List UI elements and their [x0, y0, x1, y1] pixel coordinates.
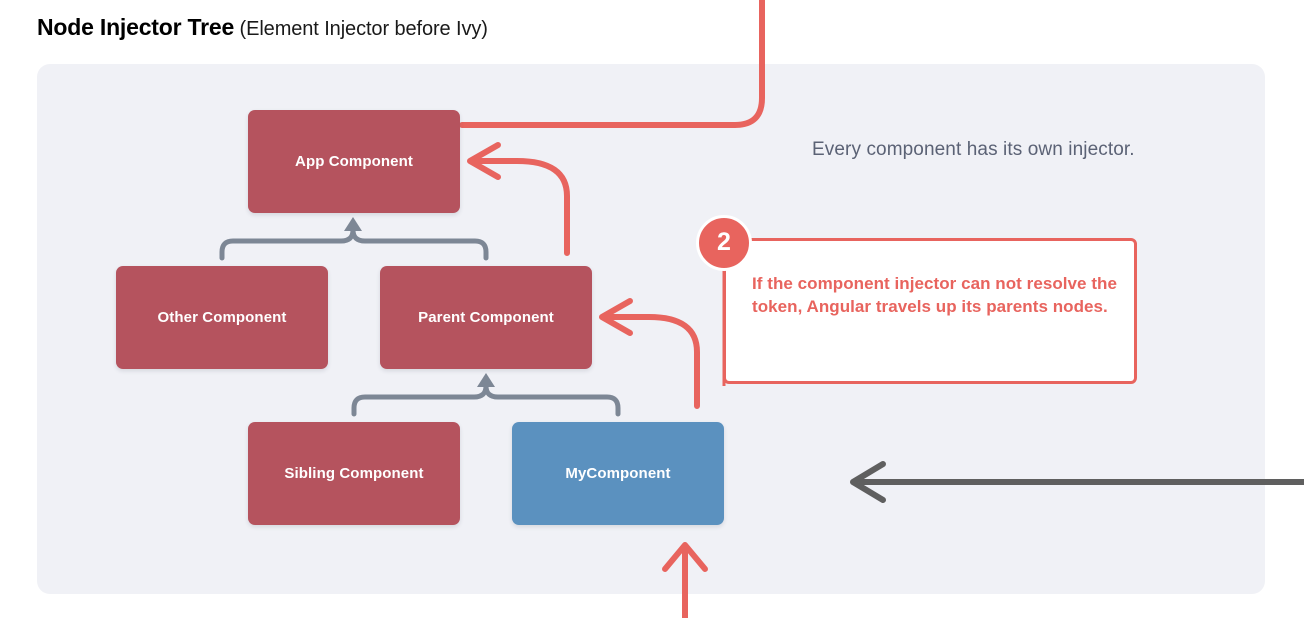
node-my-component[interactable]: MyComponent — [512, 422, 724, 525]
node-other-component[interactable]: Other Component — [116, 266, 328, 369]
callout-box — [723, 238, 1137, 384]
side-note-text: Every component has its own injector. — [812, 139, 1135, 160]
callout-step-number: 2 — [717, 228, 731, 256]
page-title-subtitle: (Element Injector before Ivy) — [234, 18, 488, 40]
node-label: Other Component — [157, 309, 287, 326]
node-sibling-component[interactable]: Sibling Component — [248, 422, 460, 525]
page-title: Node Injector Tree (Element Injector bef… — [37, 14, 488, 40]
callout-text: If the component injector can not resolv… — [752, 274, 1117, 317]
node-label: Parent Component — [418, 309, 554, 326]
callout-step-badge: 2 — [696, 215, 752, 271]
node-app-component[interactable]: App Component — [248, 110, 460, 213]
node-parent-component[interactable]: Parent Component — [380, 266, 592, 369]
node-label: App Component — [295, 153, 413, 170]
node-label: MyComponent — [565, 465, 671, 482]
page-title-main: Node Injector Tree — [37, 14, 235, 40]
node-label: Sibling Component — [284, 465, 424, 482]
